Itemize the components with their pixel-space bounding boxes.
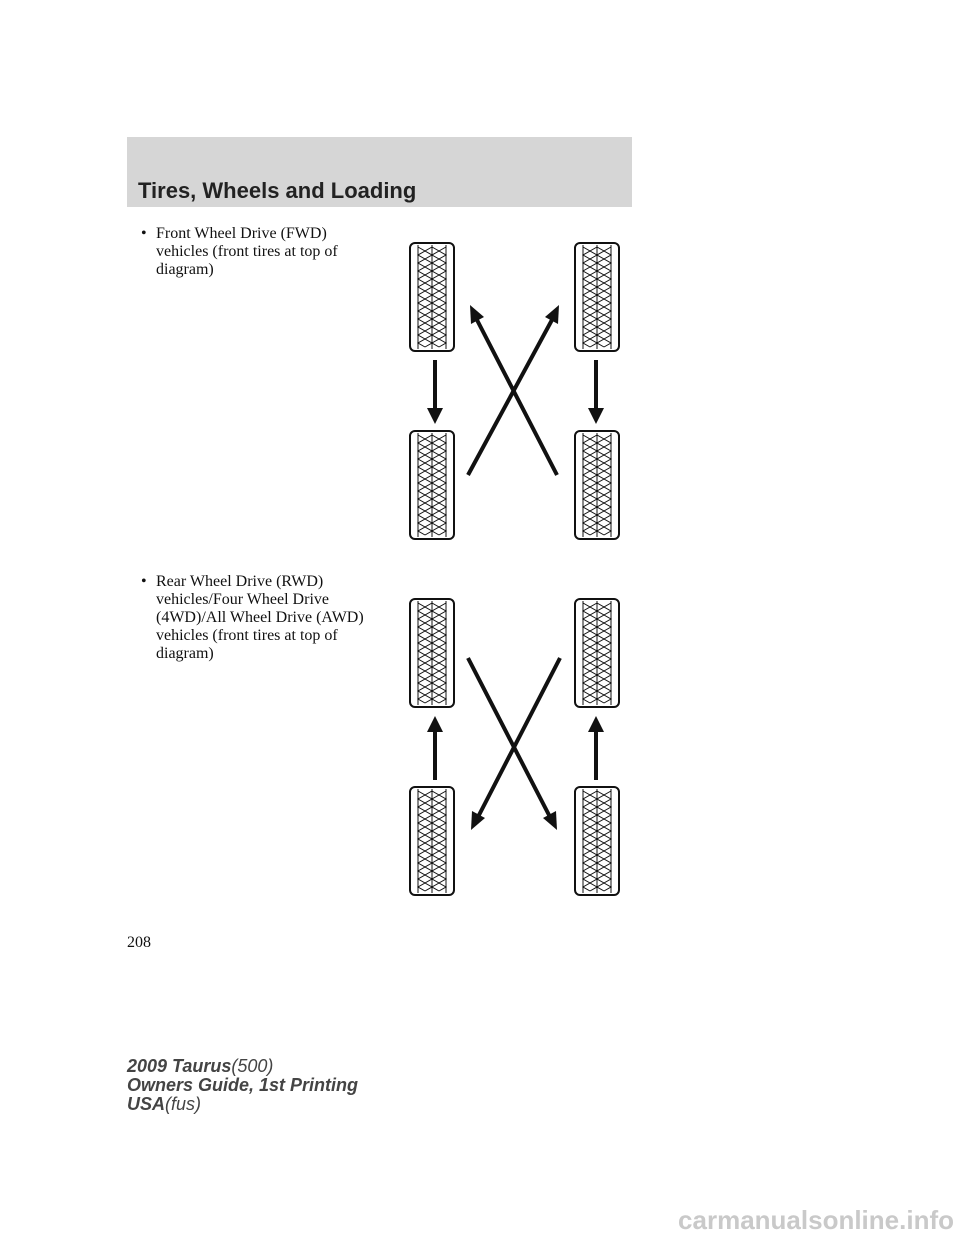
- tire-icon: [574, 242, 620, 352]
- rwd-description: Rear Wheel Drive (RWD) vehicles/Four Whe…: [156, 573, 371, 663]
- tire-icon: [409, 786, 455, 896]
- tire-icon: [574, 598, 620, 708]
- arrowhead-icon: [427, 408, 443, 424]
- arrowhead-icon: [470, 305, 484, 324]
- arrow-cross-up-right: [466, 317, 555, 476]
- arrowhead-icon: [545, 305, 559, 324]
- fwd-description: Front Wheel Drive (FWD) vehicles (front …: [156, 225, 371, 279]
- text-line: diagram): [156, 261, 214, 278]
- arrow-cross-down-left: [476, 657, 562, 818]
- text-line: Rear Wheel Drive (RWD): [156, 573, 324, 590]
- footer-market-code: (fus): [165, 1094, 202, 1114]
- arrow-cross-down-right: [466, 657, 552, 818]
- tire-icon: [409, 242, 455, 352]
- section-title: Tires, Wheels and Loading: [138, 178, 417, 203]
- footer-model: 2009 Taurus: [127, 1056, 232, 1076]
- arrowhead-icon: [588, 716, 604, 732]
- section-header-band: [127, 137, 632, 207]
- footer-model-code: (500): [231, 1056, 274, 1076]
- arrow-cross-up-left: [474, 317, 559, 476]
- arrowhead-icon: [427, 716, 443, 732]
- rwd-4wd-awd-rotation-diagram: [409, 598, 620, 896]
- text-line: (4WD)/All Wheel Drive (AWD): [156, 609, 364, 626]
- text-line: vehicles (front tires at top of: [156, 627, 338, 644]
- fwd-rotation-diagram: [409, 242, 620, 540]
- footer-market: USA: [127, 1094, 166, 1114]
- tire-icon: [409, 430, 455, 540]
- bullet-marker: •: [141, 225, 147, 242]
- text-line: vehicles/Four Wheel Drive: [156, 591, 329, 608]
- arrowhead-icon: [543, 811, 557, 830]
- footer-guide: Owners Guide, 1st Printing: [127, 1075, 359, 1095]
- page-number: 208: [127, 934, 151, 951]
- document-footer: 2009 Taurus(500) Owners Guide, 1st Print…: [127, 1057, 358, 1114]
- text-line: Front Wheel Drive (FWD): [156, 225, 327, 242]
- tire-icon: [574, 430, 620, 540]
- text-line: diagram): [156, 645, 214, 662]
- arrowhead-icon: [588, 408, 604, 424]
- watermark: carmanualsonline.info: [678, 1205, 954, 1235]
- arrowhead-icon: [471, 811, 485, 830]
- tire-icon: [409, 598, 455, 708]
- tire-icon: [574, 786, 620, 896]
- text-line: vehicles (front tires at top of: [156, 243, 338, 260]
- bullet-marker: •: [141, 573, 147, 590]
